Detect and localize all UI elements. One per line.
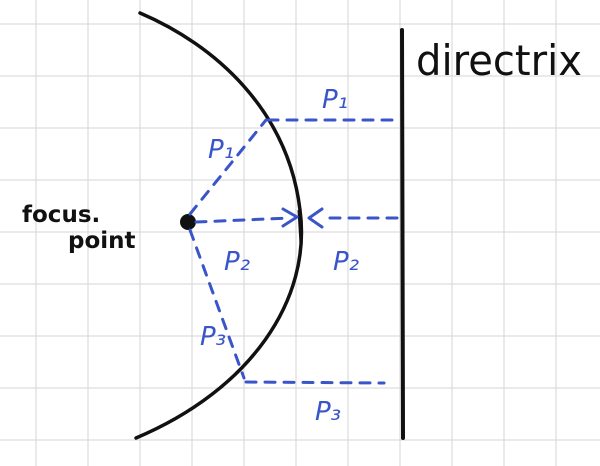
p2-right-label: P₂: [333, 247, 359, 277]
p2-left-label: P₂: [224, 247, 250, 277]
parabola-curve: [134, 11, 304, 440]
vertex-tick: [297, 209, 303, 245]
focus-label-line1: focus.: [22, 202, 100, 228]
focus-dot: [180, 214, 196, 230]
directrix-label: directrix: [416, 36, 582, 85]
p3-directrix-segment: [244, 380, 386, 385]
arrowhead-from-focus-icon: [281, 207, 299, 228]
arrowhead-from-directrix-icon: [307, 207, 324, 229]
p1-focus-segment: [188, 118, 268, 216]
p1-left-label: P₁: [208, 135, 234, 165]
p3-left-label: P₃: [200, 322, 226, 352]
p3-focus-segment: [188, 228, 246, 380]
p2-focus-segment: [194, 216, 292, 224]
directrix-line: [400, 28, 405, 440]
p1-right-label: P₁: [322, 85, 348, 115]
focus-label-line2: point: [68, 228, 136, 254]
p3-bottom-label: P₃: [315, 397, 341, 427]
